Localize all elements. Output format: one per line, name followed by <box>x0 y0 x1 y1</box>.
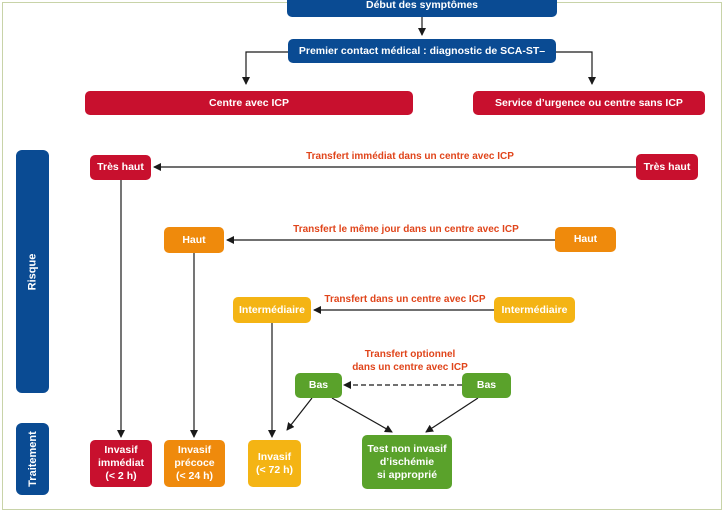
treatment-noninvasive-line2: d’ischémie <box>379 455 435 468</box>
treatment-immediate-line2: immédiat <box>97 457 145 469</box>
treatment-early-invasive: Invasif précoce (< 24 h) <box>164 440 225 487</box>
treatment-noninvasive-test: Test non invasif d’ischémie si approprié <box>362 435 452 489</box>
treatment-invasive-line1: Invasif <box>257 450 292 463</box>
risk-high-right: Haut <box>555 227 616 252</box>
arrow-right-low-to-noninvasive <box>425 397 479 433</box>
treatment-early-line2: précoce <box>174 457 215 469</box>
transfer-label-low-line2: dans un centre avec ICP <box>352 362 468 373</box>
treatment-early-line3: (< 24 h) <box>175 470 214 482</box>
arrow-contact-to-non-icp-centre <box>556 51 596 85</box>
risk-low-right: Bas <box>462 373 511 398</box>
treatment-noninvasive-line3: si approprié <box>376 468 438 481</box>
arrow-low-to-invasive <box>286 397 313 431</box>
transfer-label-high: Transfert le même jour dans un centre av… <box>293 224 519 235</box>
treatment-side-label: Traitement <box>16 423 49 495</box>
transfer-label-low-line1: Transfert optionnel <box>364 349 456 360</box>
treatment-invasive-line2: (< 72 h) <box>255 463 294 476</box>
risk-high-left: Haut <box>164 227 224 253</box>
risk-intermediate-left: Intermédiaire <box>233 297 311 323</box>
transfer-label-intermediate: Transfert dans un centre avec ICP <box>324 294 486 305</box>
arrow-low-to-noninvasive <box>331 397 393 433</box>
treatment-early-line1: Invasif <box>177 444 212 456</box>
risk-intermediate-right: Intermédiaire <box>494 297 575 323</box>
icp-centre-box: Centre avec ICP <box>85 91 413 115</box>
risk-very-high-right: Très haut <box>636 154 698 180</box>
treatment-immediate-invasive: Invasif immédiat (< 2 h) <box>90 440 152 487</box>
non-icp-centre-box: Service d’urgence ou centre sans ICP <box>473 91 705 115</box>
first-medical-contact-box: Premier contact médical : diagnostic de … <box>288 39 556 63</box>
risk-side-label: Risque <box>16 150 49 393</box>
arrow-contact-to-icp-centre <box>242 51 288 85</box>
start-of-symptoms-box: Début des symptômes <box>287 0 557 17</box>
treatment-noninvasive-line1: Test non invasif <box>367 442 447 455</box>
risk-very-high-left: Très haut <box>90 155 151 180</box>
treatment-immediate-line1: Invasif <box>104 444 138 456</box>
transfer-label-low: Transfert optionnel dans un centre avec … <box>330 348 490 374</box>
treatment-label-text: Traitement <box>26 431 39 487</box>
treatment-immediate-line3: (< 2 h) <box>105 470 137 482</box>
treatment-invasive-72h: Invasif (< 72 h) <box>248 440 301 487</box>
risk-label-text: Risque <box>26 253 39 290</box>
risk-low-left: Bas <box>295 373 342 398</box>
transfer-label-very-high: Transfert immédiat dans un centre avec I… <box>306 151 514 162</box>
